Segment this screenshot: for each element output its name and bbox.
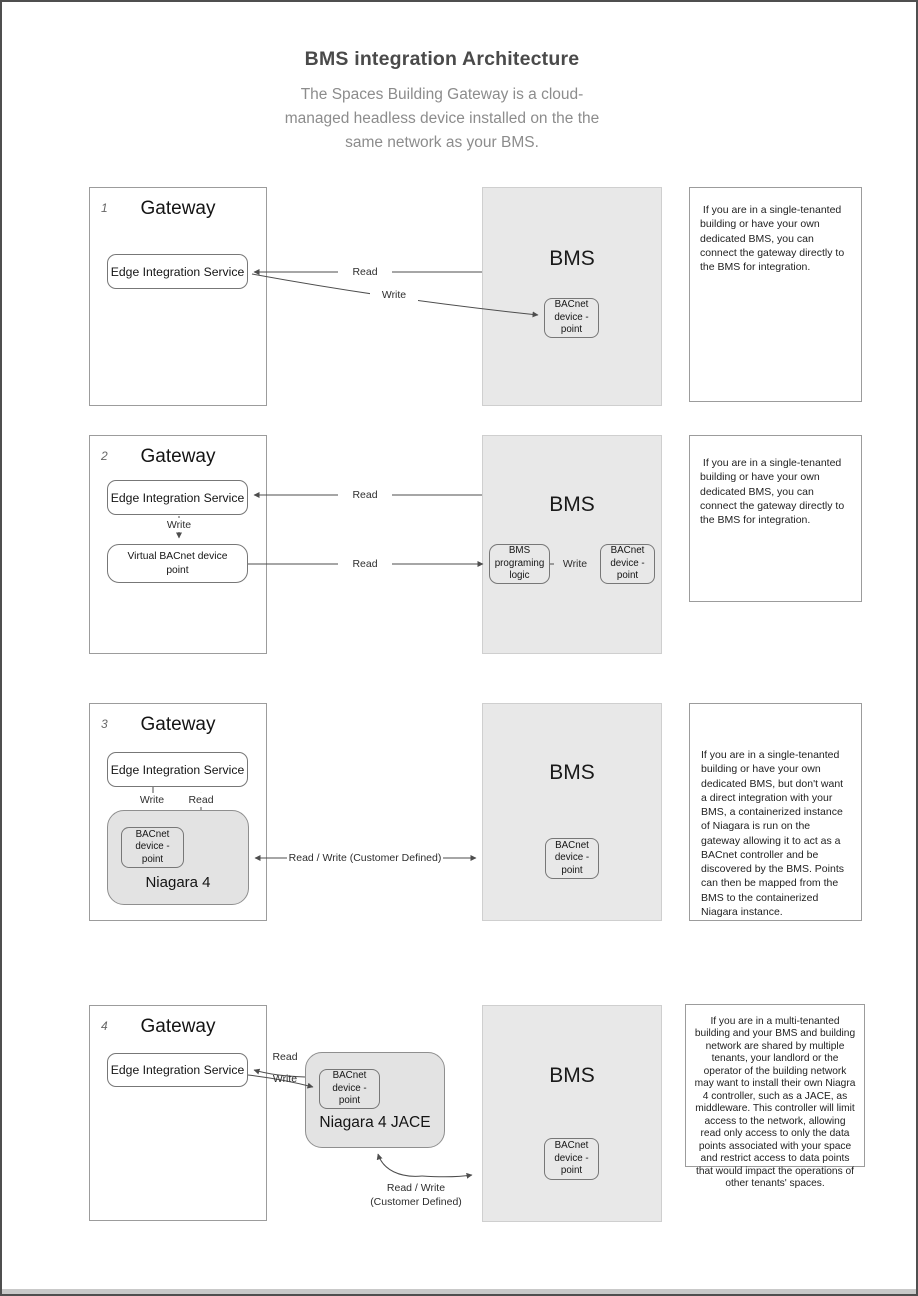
edge-integration-service-node: Edge Integration Service: [107, 480, 248, 515]
gateway-box-4: 4 Gateway: [89, 1005, 267, 1221]
niagara4-jace-box: [305, 1052, 445, 1148]
note-3: If you are in a single-tenanted building…: [689, 703, 862, 921]
niagara4-box: [107, 810, 249, 905]
bms-box-4: [482, 1005, 662, 1222]
arrow-label-read-write: Read / Write (Customer Defined): [287, 851, 443, 865]
bacnet-device-point-node: BACnet device - point: [319, 1069, 380, 1109]
arrow-label-read: Read: [272, 1051, 298, 1063]
page-title: BMS integration Architecture: [304, 48, 580, 70]
bacnet-device-point-node: BACnet device - point: [544, 1138, 599, 1180]
bms-box-3: [482, 703, 662, 921]
edge-integration-service-node: Edge Integration Service: [107, 254, 248, 289]
bms-title: BMS: [549, 761, 595, 784]
niagara4-title: Niagara 4: [145, 874, 211, 891]
row-number: 3: [101, 717, 108, 731]
arrow-label-write: Write: [370, 288, 418, 302]
arrow-label-read: Read: [338, 265, 392, 279]
note-1: If you are in a single-tenanted building…: [689, 187, 862, 402]
bms-box-1: [482, 187, 662, 406]
note-2: If you are in a single-tenanted building…: [689, 435, 862, 602]
bacnet-device-point-node: BACnet device - point: [544, 298, 599, 338]
bacnet-device-point-node: BACnet device - point: [121, 827, 184, 868]
gateway-box-1: 1 Gateway: [89, 187, 267, 406]
bms-programing-logic-node: BMS programing logic: [489, 544, 550, 584]
arrow-label-write: Write: [128, 793, 176, 807]
arrow-label-write: Write: [272, 1073, 298, 1085]
arrow-label-read: Read: [338, 557, 392, 571]
row-number: 2: [101, 449, 108, 463]
bacnet-device-point-node: BACnet device - point: [600, 544, 655, 584]
arrow-label-write: Write: [554, 557, 596, 571]
gateway-title: Gateway: [140, 198, 216, 219]
niagara4-jace-title: Niagara 4 JACE: [319, 1114, 431, 1131]
edge-integration-service-node: Edge Integration Service: [107, 752, 248, 787]
arrow-rw-up-r4: [376, 1153, 423, 1177]
row-number: 1: [101, 201, 108, 215]
arrow-label-read-write: Read / Write (Customer Defined): [370, 1182, 462, 1208]
bacnet-device-point-node: BACnet device - point: [545, 838, 599, 879]
note-4: If you are in a multi-tenanted building …: [685, 1004, 865, 1189]
page-subtitle: The Spaces Building Gateway is a cloud- …: [284, 86, 600, 151]
gateway-title: Gateway: [140, 714, 216, 735]
arrow-rw-right-r4: [421, 1172, 473, 1179]
page-bottom-edge: [2, 1289, 916, 1294]
bms-title: BMS: [549, 1064, 595, 1087]
edge-integration-service-node: Edge Integration Service: [107, 1053, 248, 1087]
arrow-label-read: Read: [177, 793, 225, 807]
gateway-title: Gateway: [140, 446, 216, 467]
bms-title: BMS: [549, 247, 595, 270]
arrow-label-read: Read: [338, 488, 392, 502]
virtual-bacnet-device-point-node: Virtual BACnet device point: [107, 544, 248, 583]
gateway-title: Gateway: [140, 1016, 216, 1037]
row-number: 4: [101, 1019, 108, 1033]
arrow-label-write: Write: [155, 518, 203, 532]
bms-title: BMS: [549, 493, 595, 516]
